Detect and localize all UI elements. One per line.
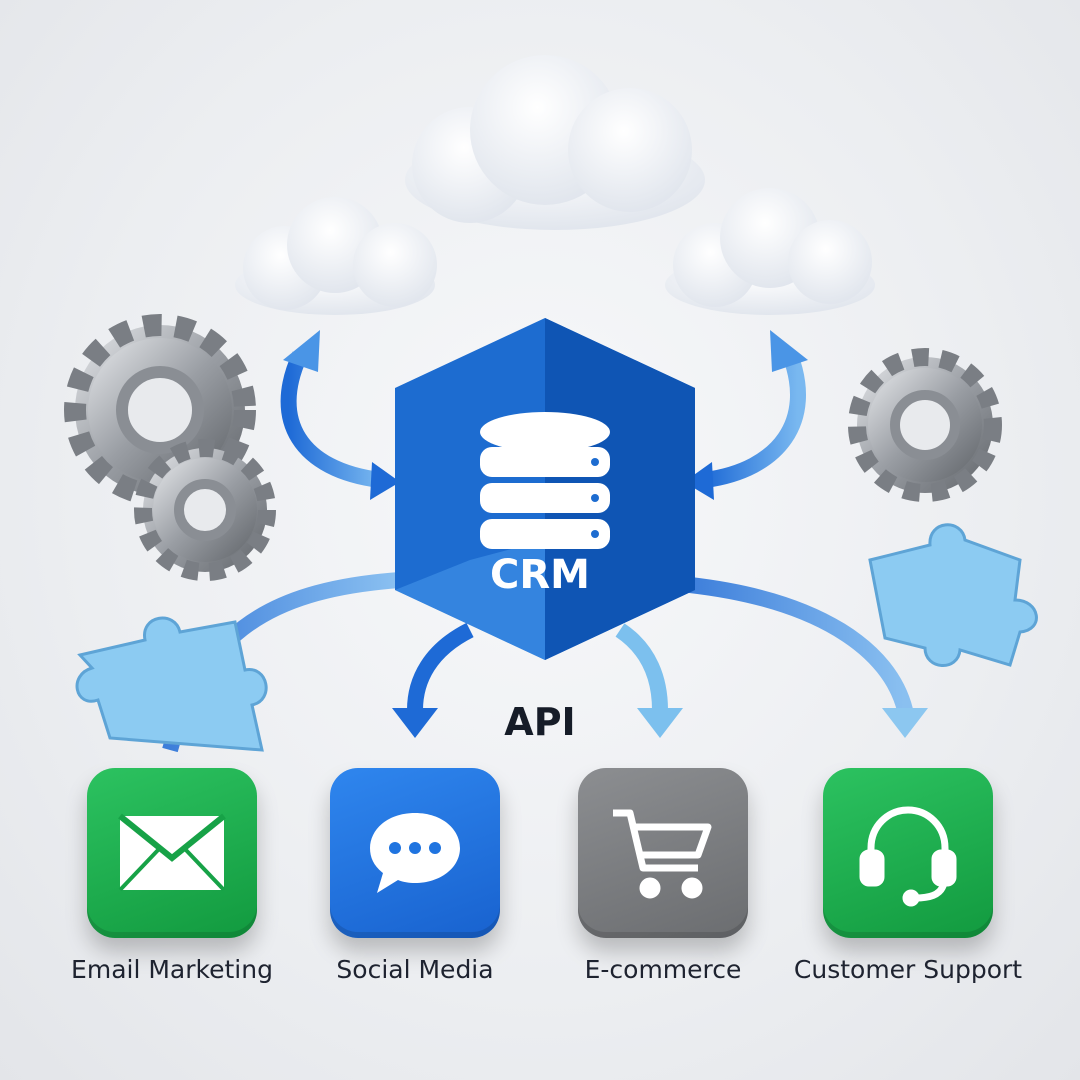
- customer-support-tile[interactable]: [823, 768, 993, 938]
- social-media-label: Social Media: [336, 955, 494, 984]
- puzzle-piece-icon: [868, 523, 1038, 667]
- chat-bubble-icon: [370, 813, 460, 893]
- database-icon: [480, 412, 610, 549]
- email-marketing-label: Email Marketing: [71, 955, 273, 984]
- gear-icon: [848, 348, 1002, 502]
- cloud-icon-top: [405, 55, 705, 230]
- envelope-icon: [118, 813, 226, 892]
- gear-icon: [134, 439, 276, 581]
- headset-icon: [859, 806, 957, 907]
- cloud-icon-right: [665, 188, 875, 315]
- e-commerce-tile[interactable]: [578, 768, 748, 938]
- data-flow-arrows: [162, 330, 928, 753]
- email-marketing-tile[interactable]: [87, 768, 257, 938]
- customer-support-label: Customer Support: [793, 955, 1023, 984]
- api-label: API: [504, 700, 576, 744]
- crm-label: CRM: [490, 552, 590, 598]
- shopping-cart-icon: [613, 809, 712, 899]
- cloud-icon-left: [235, 197, 437, 315]
- e-commerce-label: E-commerce: [584, 955, 742, 984]
- puzzle-piece-icon: [75, 616, 268, 752]
- social-media-tile[interactable]: [330, 768, 500, 938]
- crm-hub: [395, 318, 695, 660]
